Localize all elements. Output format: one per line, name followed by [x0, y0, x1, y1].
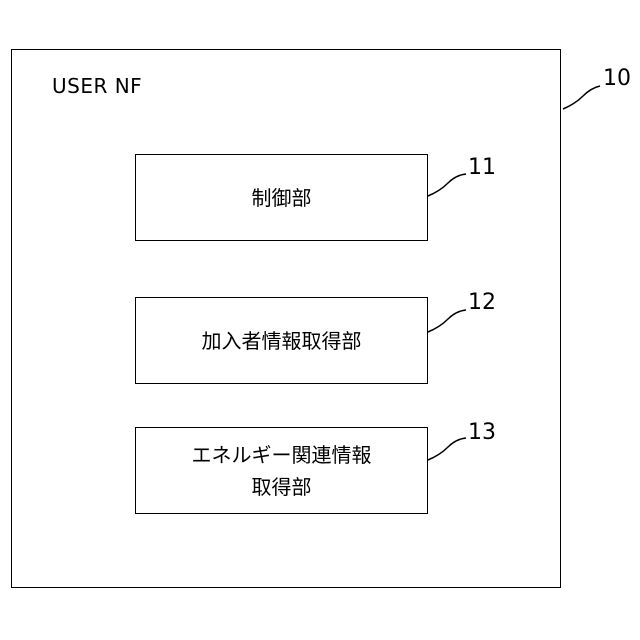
leader-line-12: [428, 310, 466, 332]
ref-label-10: 10: [603, 66, 631, 91]
ref-label-12: 12: [468, 290, 496, 315]
ref-label-13: 13: [468, 420, 496, 445]
leader-line-10: [563, 86, 600, 109]
leader-line-13: [428, 438, 466, 460]
ref-label-11: 11: [468, 155, 496, 180]
leader-line-11: [428, 174, 466, 196]
